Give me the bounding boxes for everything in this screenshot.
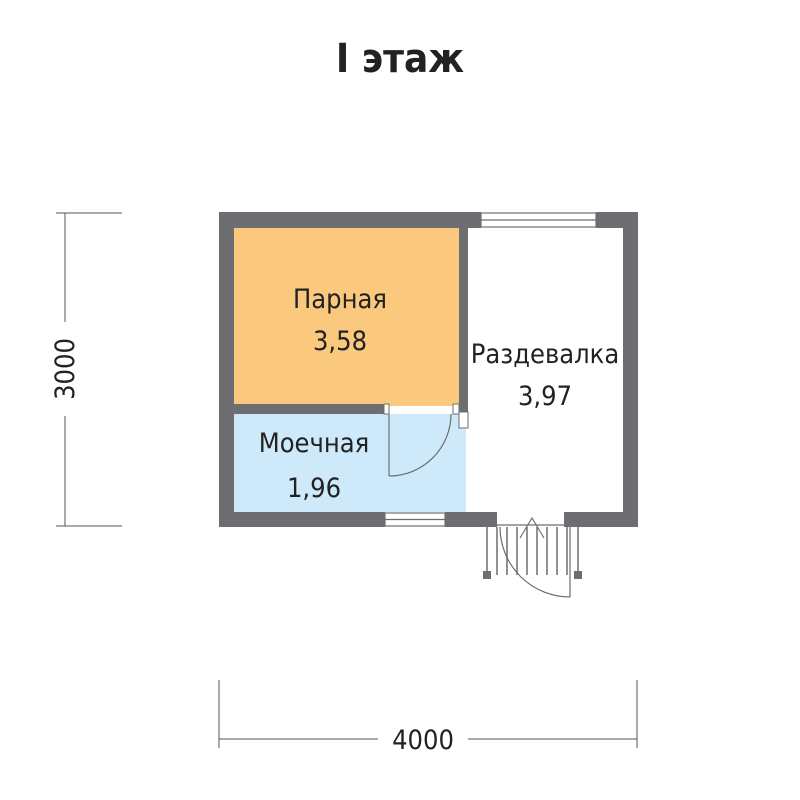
room-area: 1,96: [287, 473, 341, 504]
entrance-door-arc: [499, 526, 571, 598]
wall-top-left: [219, 212, 481, 228]
room-razdevalka: Раздевалка 3,97: [471, 339, 620, 412]
room-name: Моечная: [259, 428, 370, 459]
room-moechnaya: Моечная 1,96: [259, 428, 370, 504]
entrance-jamb-right: [564, 512, 570, 527]
door-jamb-left: [383, 403, 390, 415]
wall-partition-vertical: [459, 228, 468, 412]
room-fill-parnaya: [234, 228, 459, 406]
stair-post-right: [574, 571, 582, 579]
door-swing-arc: [388, 413, 452, 477]
window-top: [480, 212, 597, 228]
dim-height-label: 3000: [50, 338, 81, 400]
door-jamb-partition: [458, 411, 469, 429]
walls: [219, 212, 638, 527]
wall-left: [219, 212, 234, 527]
window-bottom: [384, 512, 446, 527]
room-parnaya: Парная 3,58: [293, 284, 387, 357]
wall-bottom-left: [219, 512, 385, 527]
room-area: 3,58: [313, 326, 367, 357]
dimension-width: 4000: [218, 680, 638, 756]
dimension-height: 3000: [50, 212, 122, 527]
room-area: 3,97: [518, 381, 572, 412]
room-name: Парная: [293, 284, 387, 315]
floor-title: I этаж: [336, 36, 464, 82]
entrance-arrow-icon: [519, 516, 545, 539]
wall-partition-horizontal: [234, 404, 387, 414]
door-parnaya: [388, 413, 452, 477]
wall-bottom-mid: [445, 512, 497, 527]
door-jamb-right: [452, 403, 460, 415]
entrance-stairs: [483, 512, 582, 598]
wall-bottom-right: [570, 512, 638, 527]
entrance-jamb-left: [491, 512, 497, 527]
room-name: Раздевалка: [471, 339, 620, 370]
wall-right: [623, 212, 638, 527]
dim-width-label: 4000: [392, 725, 454, 756]
stair-post-left: [483, 571, 491, 579]
